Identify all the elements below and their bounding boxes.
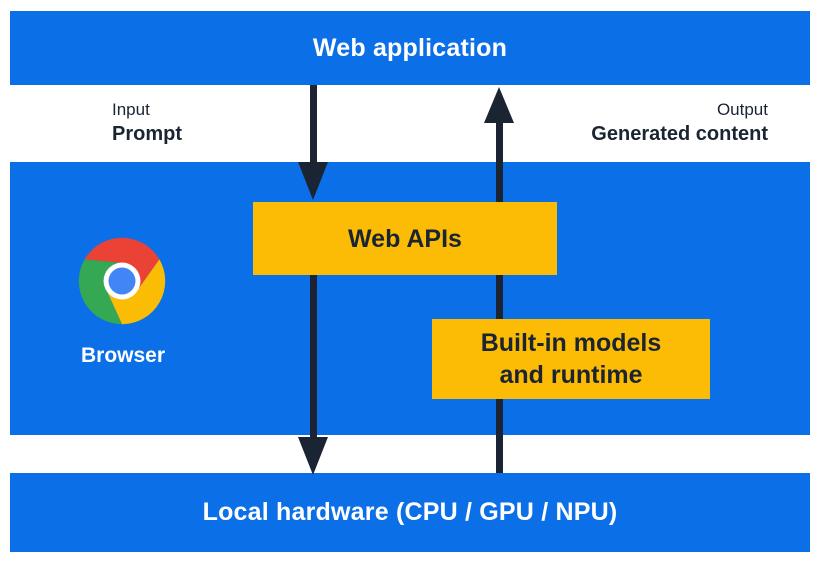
builtin-models-box: Built-in models and runtime — [432, 319, 710, 399]
web-application-label: Web application — [312, 33, 508, 62]
input-arrow-head-bottom — [298, 437, 328, 475]
input-label-block: Input Prompt — [112, 99, 182, 147]
input-caption: Input — [112, 100, 150, 119]
web-apis-box: Web APIs — [253, 202, 557, 275]
local-hardware-label: Local hardware (CPU / GPU / NPU) — [202, 498, 618, 526]
builtin-models-label-line1: Built-in models — [480, 329, 662, 357]
output-label-block: Output Generated content — [591, 99, 768, 147]
builtin-models-label-line2: and runtime — [499, 361, 643, 389]
prompt-label: Prompt — [112, 123, 182, 145]
input-arrow-head-mid — [298, 162, 328, 200]
local-hardware-bar: Local hardware (CPU / GPU / NPU) — [10, 473, 810, 552]
web-application-bar: Web application — [10, 11, 810, 85]
generated-content-label: Generated content — [591, 123, 768, 145]
chrome-icon — [78, 237, 166, 325]
output-arrow-head — [484, 87, 514, 123]
browser-label: Browser — [80, 344, 166, 367]
web-apis-label: Web APIs — [348, 224, 462, 253]
input-arrow-line-bottom — [310, 275, 317, 437]
output-arrow-line — [496, 123, 503, 473]
output-caption: Output — [716, 100, 768, 119]
input-arrow-line-top — [310, 85, 317, 162]
